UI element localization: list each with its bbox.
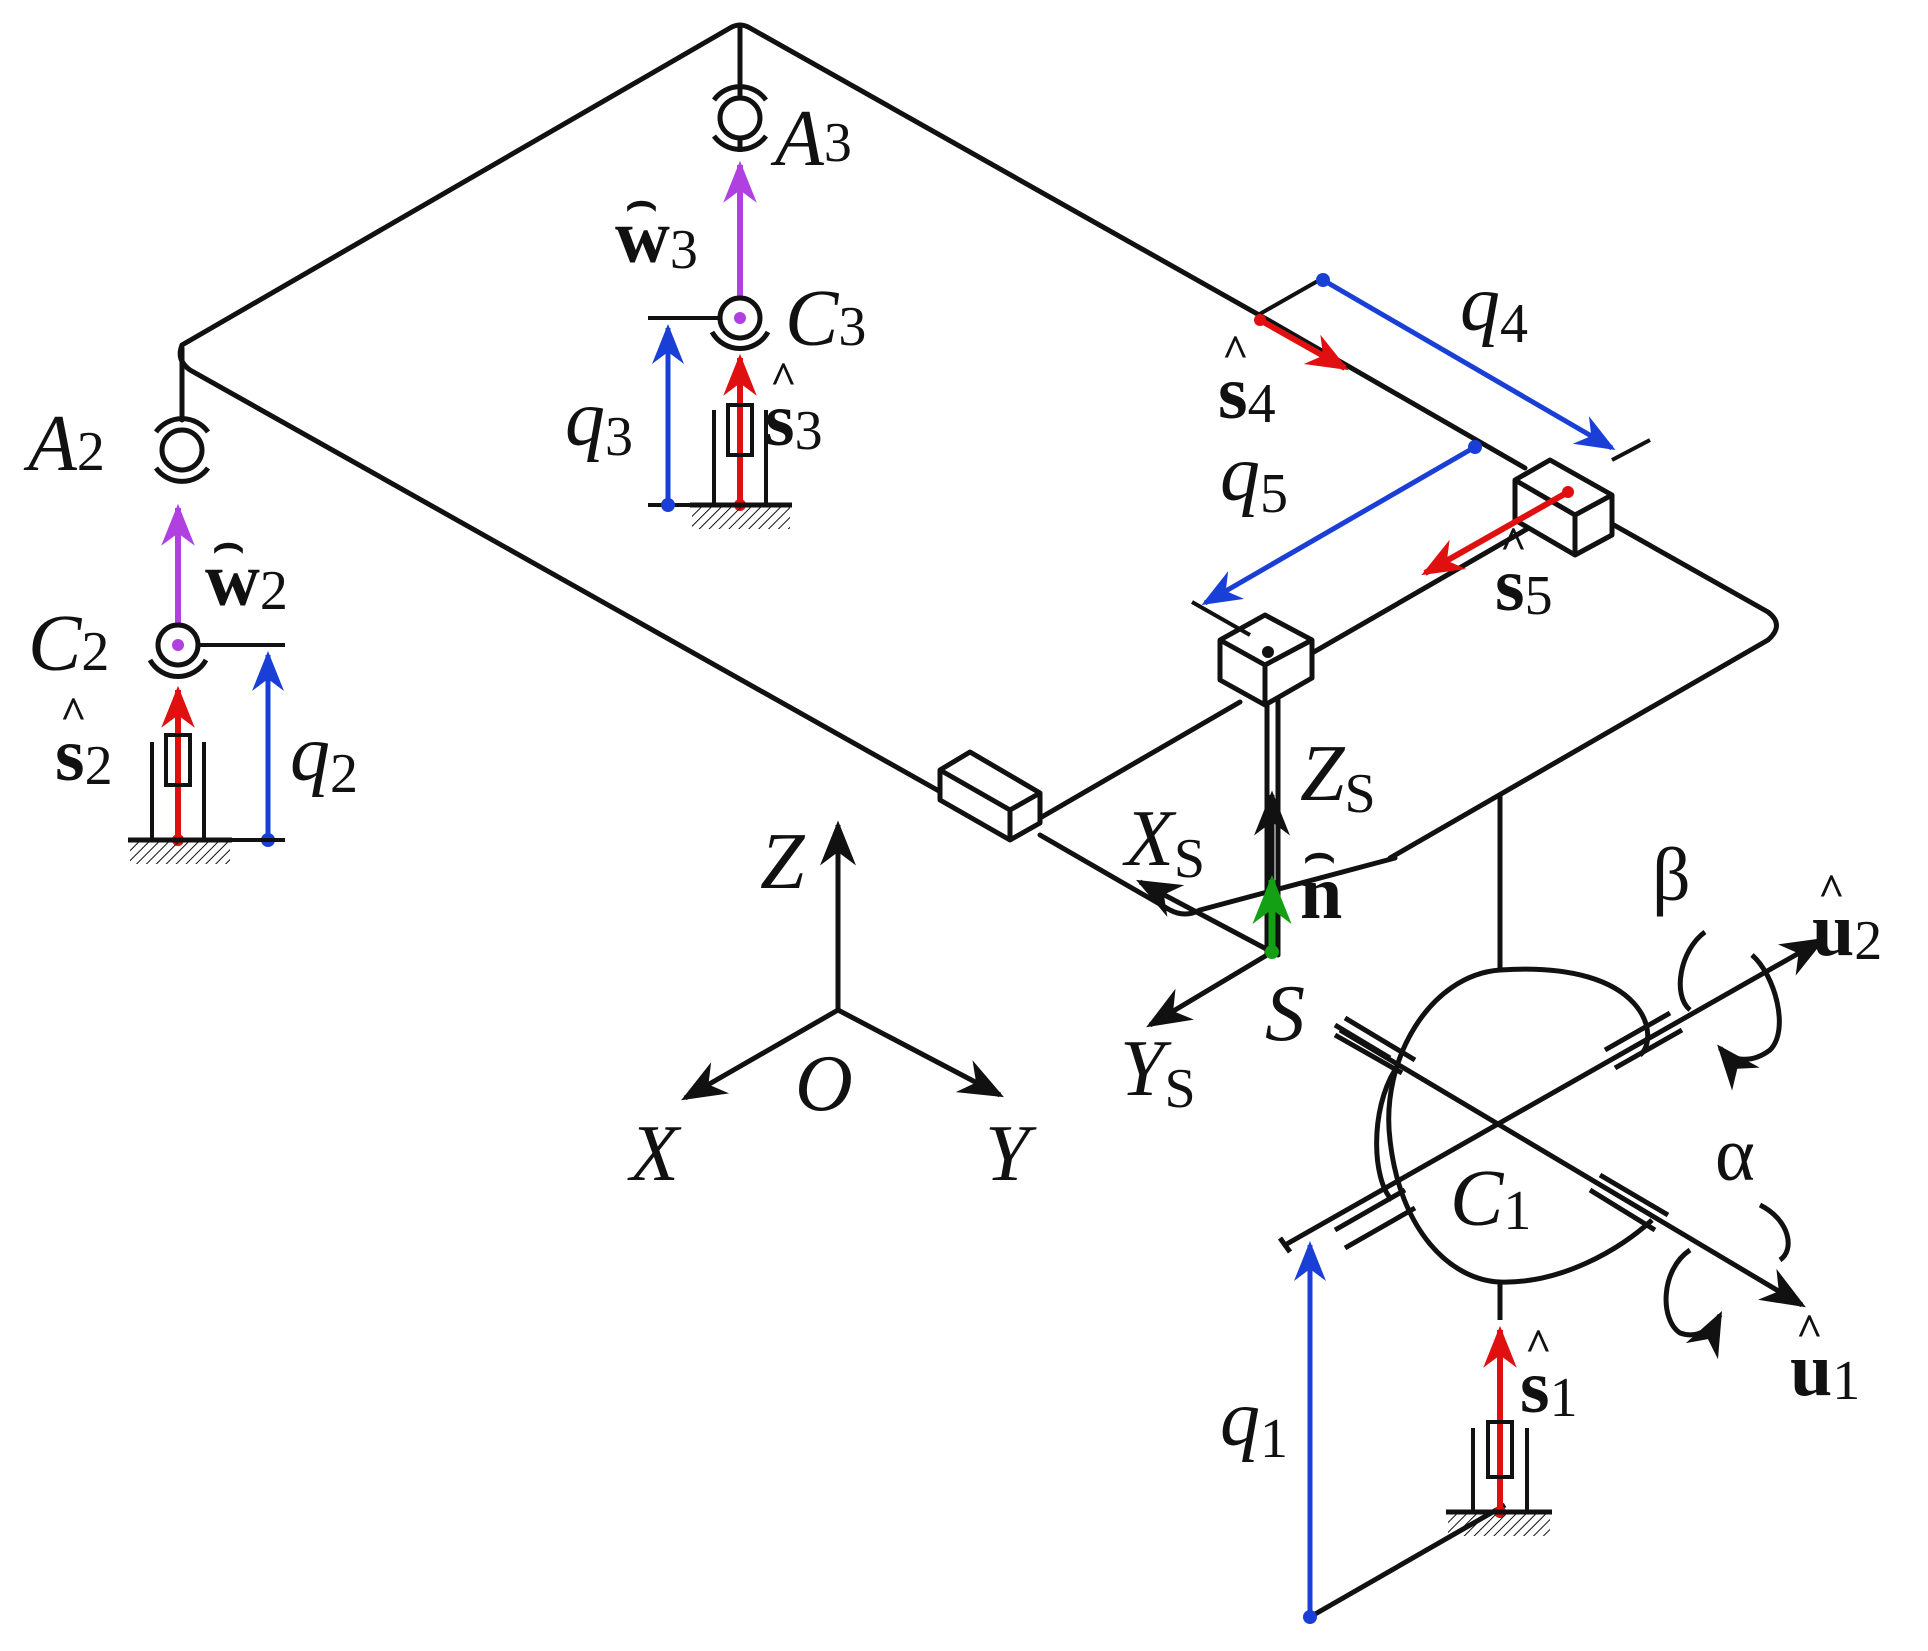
svg-text:⌢: ⌢ (1303, 825, 1336, 881)
label-q3: q3 (565, 375, 633, 468)
axis-y (836, 1007, 1004, 1098)
ground-3-icon (692, 507, 790, 529)
label-z: Z (760, 818, 806, 906)
s5-axis (1421, 489, 1570, 576)
sensor-frame (1136, 790, 1292, 1028)
svg-text:^: ^ (1500, 517, 1527, 568)
leg-1-actuator (1294, 1241, 1552, 1624)
platform-right-edge (1387, 517, 1779, 861)
label-w3: w3 (615, 195, 698, 281)
label-c2: C2 (28, 600, 109, 688)
beta-rotation-icon (1680, 929, 1782, 1059)
svg-text:^: ^ (1818, 864, 1845, 915)
label-q1: q1 (1220, 1375, 1288, 1470)
label-q5: q5 (1220, 430, 1288, 525)
label-y: Y (985, 1110, 1037, 1198)
label-u2: u2 (1812, 888, 1882, 972)
u1-axis (1338, 1027, 1806, 1308)
label-q2: q2 (290, 710, 358, 805)
label-zs: ZS (1300, 730, 1376, 825)
slider-block-left (937, 749, 1043, 843)
label-q4: q4 (1460, 260, 1528, 355)
slider-to-platform-link (1037, 699, 1243, 821)
label-a3: A3 (770, 95, 852, 183)
label-w2: w2 (205, 538, 288, 622)
label-alpha: α (1715, 1113, 1755, 1197)
svg-text:^: ^ (1796, 1304, 1823, 1355)
prismatic-3-icon (726, 403, 754, 457)
label-beta: β (1652, 833, 1691, 917)
label-x: X (627, 1110, 682, 1198)
platform-top-outline (179, 22, 1271, 348)
rail-vectors (1191, 273, 1651, 658)
svg-text:⌢: ⌢ (625, 173, 658, 229)
global-frame (681, 820, 1004, 1101)
platform-frame (177, 22, 1779, 973)
svg-text:^: ^ (770, 352, 797, 403)
joint-a2-socket (153, 416, 211, 434)
label-c1: C1 (1450, 1155, 1531, 1243)
leg-3 (648, 84, 792, 529)
labels: A3 w3 ⌢ C3 s3 ^ q3 A2 w2 ⌢ C2 s2 ^ q2 q4… (23, 95, 1882, 1470)
svg-text:^: ^ (1525, 1319, 1552, 1370)
slider-block-center (1217, 612, 1315, 708)
prismatic-2-icon (164, 733, 192, 787)
label-xs: XS (1122, 795, 1205, 890)
label-s4: s4 (1218, 351, 1276, 435)
label-s2: s2 (55, 713, 113, 797)
svg-text:^: ^ (60, 687, 87, 738)
slider-block-right (1512, 457, 1615, 558)
u2-axis (1283, 937, 1826, 1248)
label-c3: C3 (785, 275, 866, 363)
joint-a2-icon (159, 427, 205, 473)
q4-dimension (1321, 277, 1616, 451)
label-s: S (1265, 970, 1305, 1058)
label-a2: A2 (23, 400, 105, 488)
axis-xs (1136, 879, 1274, 955)
axis-x (681, 1007, 840, 1101)
q5-dimension (1201, 444, 1477, 606)
ground-1-icon (1448, 1514, 1550, 1536)
prismatic-1-icon (1486, 1420, 1514, 1479)
label-u1: u1 (1790, 1328, 1860, 1412)
axis-ys (1146, 949, 1274, 1028)
joint-a3-icon (717, 95, 763, 141)
leg-2 (128, 416, 285, 864)
label-ys: YS (1120, 1025, 1196, 1120)
ground-2-icon (130, 842, 230, 864)
label-o: O (795, 1040, 853, 1128)
label-s1: s1 (1520, 1345, 1578, 1429)
rail-s5 (1297, 507, 1563, 663)
svg-text:⌢: ⌢ (212, 515, 245, 571)
label-s5: s5 (1495, 543, 1553, 627)
s4-axis (1258, 317, 1349, 371)
alpha-rotation-icon (1663, 1202, 1791, 1335)
label-s3: s3 (765, 378, 823, 462)
svg-text:^: ^ (1222, 325, 1249, 376)
gimbal-ring (1386, 966, 1654, 1285)
label-n: n (1300, 851, 1342, 935)
